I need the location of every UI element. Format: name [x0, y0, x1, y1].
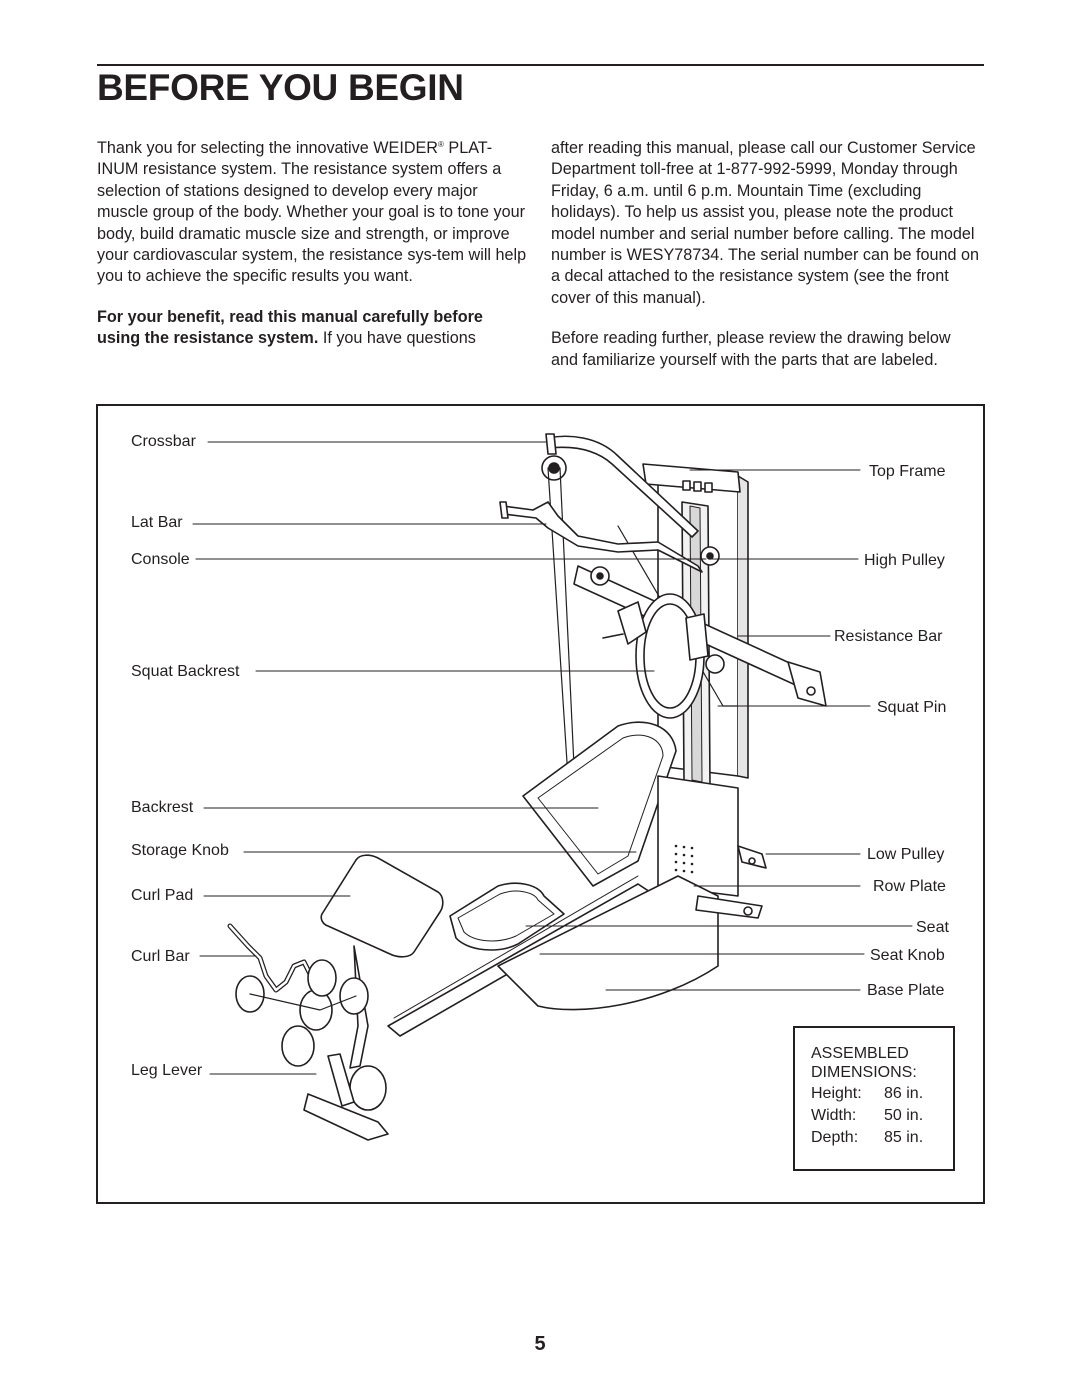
- label-backrest: Backrest: [131, 799, 194, 816]
- dimensions-heading-line2: DIMENSIONS:: [811, 1064, 917, 1081]
- label-leg-lever: Leg Lever: [131, 1062, 203, 1079]
- registered-mark: ®: [438, 140, 444, 149]
- left-column: Thank you for selecting the innovative W…: [97, 138, 527, 369]
- customer-service-paragraph: after reading this manual, please call o…: [551, 139, 980, 307]
- base-plate-drawing: [497, 875, 719, 1011]
- crossbar-bar: [547, 435, 699, 538]
- depth-label: Depth:: [811, 1129, 859, 1146]
- title-rule: [97, 64, 984, 66]
- lat-bar-drawing: [502, 501, 703, 573]
- row-plate-drawing: [657, 775, 739, 897]
- benefit-bold-text: For your benefit, read this manual caref…: [97, 307, 483, 348]
- label-high-pulley: High Pulley: [864, 552, 945, 569]
- dimensions-heading-line1: ASSEMBLED: [811, 1045, 909, 1062]
- dimension-depth: Depth: 85 in.: [811, 1128, 923, 1147]
- dimensions-heading: ASSEMBLED DIMENSIONS:: [811, 1044, 917, 1082]
- curl-pad-drawing: [320, 854, 444, 958]
- right-column: after reading this manual, please call o…: [551, 138, 981, 390]
- label-seat: Seat: [916, 919, 949, 936]
- label-seat-knob: Seat Knob: [870, 947, 945, 964]
- dimension-width: Width: 50 in.: [811, 1106, 923, 1125]
- label-squat-backrest: Squat Backrest: [131, 663, 240, 680]
- label-row-plate: Row Plate: [873, 878, 946, 895]
- leg-lever-drawing: [303, 1093, 389, 1141]
- label-console: Console: [131, 551, 190, 568]
- top-frame: [642, 463, 741, 493]
- label-curl-bar: Curl Bar: [131, 948, 190, 965]
- page-number: 5: [534, 1333, 546, 1355]
- label-curl-pad: Curl Pad: [131, 887, 194, 904]
- parts-diagram: Crossbar Lat Bar Console Squat Backrest …: [96, 404, 985, 1204]
- intro-paragraph: Thank you for selecting the innovative W…: [97, 138, 527, 288]
- depth-value: 85 in.: [884, 1129, 924, 1146]
- label-crossbar: Crossbar: [131, 433, 196, 450]
- dimension-height: Height: 86 in.: [811, 1084, 923, 1103]
- width-label: Width:: [811, 1107, 857, 1124]
- label-resistance-bar: Resistance Bar: [834, 628, 943, 645]
- height-label: Height:: [811, 1085, 862, 1102]
- label-low-pulley: Low Pulley: [867, 846, 945, 863]
- intro-text-end: PLAT-INUM resistance system. The resista…: [97, 139, 527, 286]
- perforation-dots: [674, 844, 694, 874]
- page-title: BEFORE YOU BEGIN: [97, 67, 464, 108]
- assembled-dimensions-box: ASSEMBLED DIMENSIONS: Height: 86 in. Wid…: [793, 1026, 955, 1171]
- label-top-frame: Top Frame: [869, 463, 946, 480]
- label-base-plate: Base Plate: [867, 982, 945, 999]
- height-value: 86 in.: [884, 1085, 924, 1102]
- leader-lines: [192, 441, 913, 1075]
- benefit-paragraph: For your benefit, read this manual caref…: [97, 307, 527, 350]
- label-lat-bar: Lat Bar: [131, 514, 183, 531]
- label-squat-pin: Squat Pin: [877, 699, 947, 716]
- label-storage-knob: Storage Knob: [131, 842, 229, 859]
- width-value: 50 in.: [884, 1107, 924, 1124]
- benefit-text: If you have questions: [318, 329, 476, 348]
- review-drawing-paragraph: Before reading further, please review th…: [551, 329, 951, 369]
- intro-text-start: Thank you for selecting the innovative W…: [97, 139, 438, 157]
- cable: [559, 467, 575, 767]
- machine-drawing: [192, 433, 913, 1141]
